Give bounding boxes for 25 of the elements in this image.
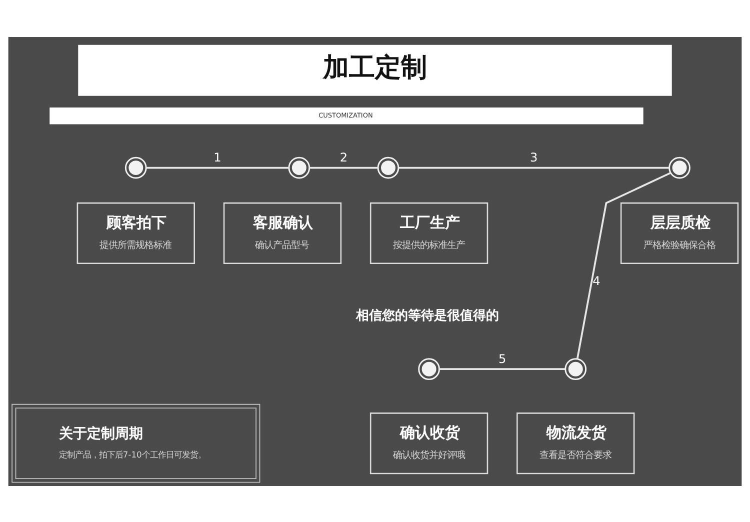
connector bbox=[576, 172, 671, 358]
edge-label: 1 bbox=[214, 150, 222, 164]
connector bbox=[439, 368, 566, 370]
edge-label: 2 bbox=[340, 150, 348, 164]
connector bbox=[146, 166, 289, 168]
connector bbox=[398, 166, 670, 168]
node-box: 确认收货 确认收货并好评哦 bbox=[370, 412, 488, 474]
label: 相信您的等待是很值得的 bbox=[356, 308, 500, 324]
node-box: 顾客拍下 提供所需规格标准 bbox=[76, 202, 195, 264]
diagram-title: 加工定制 bbox=[323, 52, 428, 82]
connector bbox=[309, 166, 378, 168]
node-box: 工厂生产 按提供的标准生产 bbox=[370, 202, 488, 264]
node-circle bbox=[668, 156, 690, 178]
node-box: 层层质检 严格检验确保合格 bbox=[620, 202, 739, 264]
edge-label: 4 bbox=[592, 274, 600, 288]
node-circle bbox=[377, 156, 400, 178]
node-circle bbox=[288, 156, 310, 178]
edge-label: 5 bbox=[498, 351, 506, 366]
edge-label: 3 bbox=[530, 150, 538, 164]
node-circle bbox=[564, 358, 587, 380]
node-circle bbox=[124, 156, 147, 178]
node-box: 物流发货 查看是否符合要求 bbox=[516, 412, 635, 474]
node-circle bbox=[418, 358, 440, 380]
node-box: 关于定制周期 定制产品，拍下后7-10个工作日可发货。 bbox=[12, 403, 260, 482]
node-box: 客服确认 确认产品型号 bbox=[223, 202, 342, 264]
